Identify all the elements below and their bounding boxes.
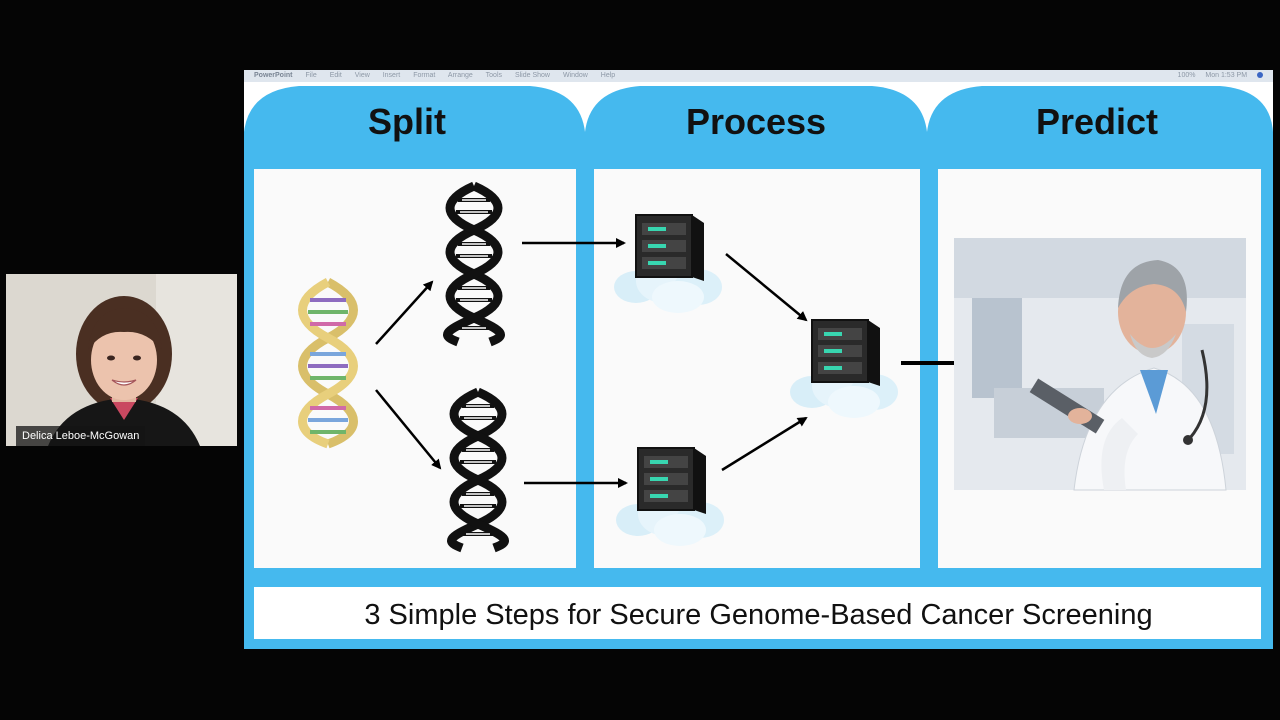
shared-screen-menubar: PowerPoint File Edit View Insert Format … bbox=[244, 70, 1273, 82]
menu-arrange: Arrange bbox=[447, 72, 473, 79]
source-dna-icon bbox=[298, 278, 358, 449]
arrow-server-bottom-to-combined bbox=[721, 416, 808, 472]
participant-name-tag: Delica Leboe-McGowan bbox=[16, 426, 146, 446]
participant-video-tile[interactable]: Delica Leboe-McGowan bbox=[6, 274, 237, 446]
slide: Split Process Predict 3 Simple Steps for… bbox=[244, 82, 1273, 649]
battery-status: 100% bbox=[1177, 72, 1196, 79]
menu-edit: Edit bbox=[329, 72, 342, 79]
menu-window: Window bbox=[562, 72, 588, 79]
panel-title-split: Split bbox=[368, 101, 446, 142]
doctor-photo bbox=[954, 238, 1246, 491]
participant-video-feed bbox=[6, 274, 237, 446]
menu-insert: Insert bbox=[382, 72, 401, 79]
slide-caption: 3 Simple Steps for Secure Genome-Based C… bbox=[364, 599, 1153, 631]
split-arrow-up bbox=[375, 280, 434, 345]
menubar-clock: Mon 1:53 PM bbox=[1205, 72, 1248, 79]
menu-format: Format bbox=[413, 72, 436, 79]
menu-app-name: PowerPoint bbox=[254, 72, 293, 79]
menu-tools: Tools bbox=[485, 72, 502, 79]
split-arrow-down bbox=[375, 389, 442, 470]
panel-title-process: Process bbox=[685, 101, 827, 142]
panel-title-predict: Predict bbox=[1035, 101, 1159, 142]
menu-file: File bbox=[305, 72, 317, 79]
slide-graphic bbox=[244, 82, 1273, 649]
menu-view: View bbox=[354, 72, 370, 79]
arrow-server-top-to-combined bbox=[725, 253, 808, 322]
menu-slide-show: Slide Show bbox=[514, 72, 550, 79]
screen-share-indicator-icon bbox=[1257, 72, 1263, 79]
shared-screen[interactable]: PowerPoint File Edit View Insert Format … bbox=[244, 70, 1273, 649]
menu-help: Help bbox=[600, 72, 616, 79]
